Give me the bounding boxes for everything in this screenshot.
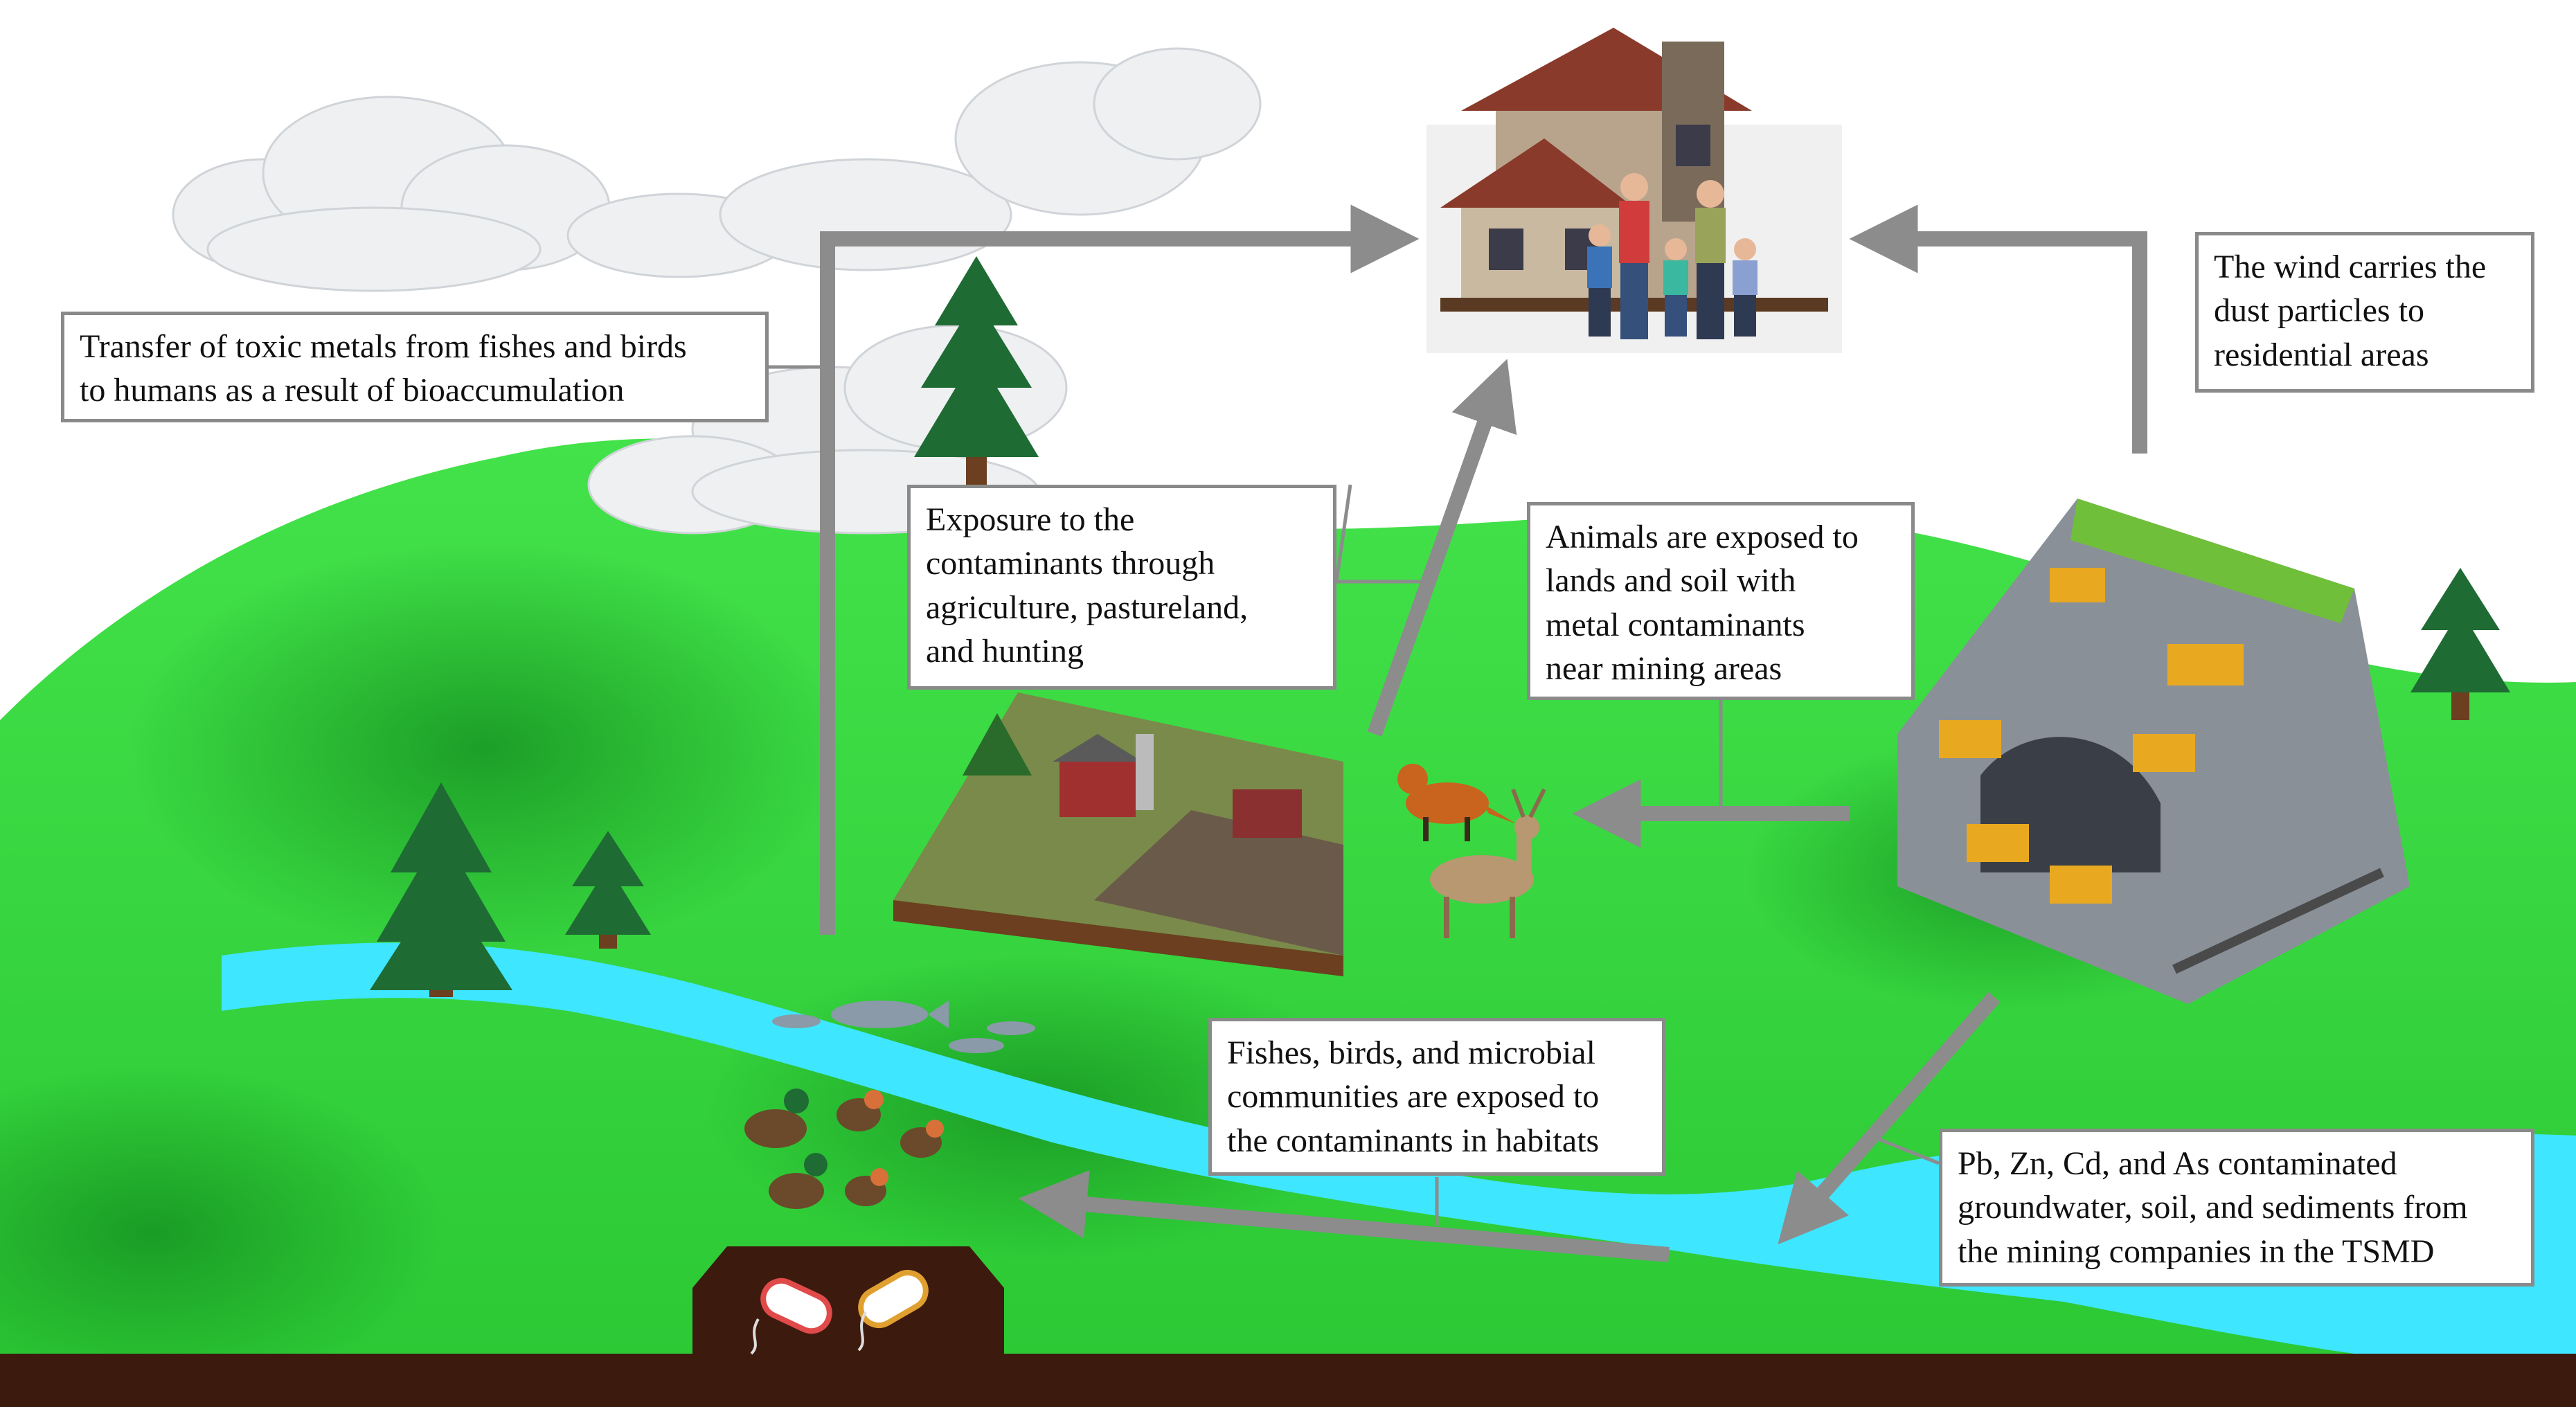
label-agriculture: Exposure to the contaminants through agr… bbox=[907, 485, 1336, 690]
hill-shadow bbox=[0, 1066, 443, 1399]
tree-icon bbox=[914, 256, 1039, 485]
soil-layer bbox=[0, 1354, 2576, 1407]
family-icon bbox=[1587, 173, 1757, 339]
tree-icon bbox=[370, 782, 512, 997]
label-line: Exposure to the bbox=[926, 501, 1135, 538]
farm-icon bbox=[893, 692, 1343, 976]
label-line: communities are exposed to bbox=[1227, 1078, 1600, 1115]
mine-icon bbox=[1897, 499, 2410, 1004]
label-animals: Animals are exposed to lands and soil wi… bbox=[1527, 502, 1915, 700]
arrow-habitats bbox=[1018, 1169, 1670, 1262]
label-line: Transfer of toxic metals from fishes and… bbox=[80, 328, 687, 365]
label-line: lands and soil with bbox=[1546, 562, 1796, 600]
arrows bbox=[820, 204, 2147, 1262]
label-line: near mining areas bbox=[1546, 650, 1782, 688]
tree-icon bbox=[2410, 568, 2510, 720]
label-bioaccumulation: Transfer of toxic metals from fishes and… bbox=[61, 312, 769, 422]
label-line: dust particles to bbox=[2214, 292, 2424, 330]
arrow-wind bbox=[1849, 204, 2147, 454]
label-line: the mining companies in the TSMD bbox=[1958, 1233, 2435, 1270]
label-line: The wind carries the bbox=[2214, 249, 2487, 285]
arrow-groundwater bbox=[1778, 992, 2001, 1245]
label-line: contaminants through bbox=[926, 545, 1215, 582]
label-line: the contaminants in habitats bbox=[1227, 1122, 1600, 1159]
label-groundwater: Pb, Zn, Cd, and As contaminated groundwa… bbox=[1939, 1129, 2534, 1287]
soil-pocket bbox=[692, 1246, 1004, 1357]
bird-icon bbox=[837, 1090, 944, 1206]
fox-icon bbox=[1397, 764, 1517, 841]
hill-shadow bbox=[125, 540, 845, 956]
label-line: Pb, Zn, Cd, and As contaminated bbox=[1958, 1145, 2397, 1182]
label-connectors bbox=[769, 365, 1940, 1226]
label-line: to humans as a result of bioaccumulation bbox=[80, 372, 625, 409]
fish-icon bbox=[772, 1001, 1035, 1053]
deer-icon bbox=[1430, 788, 1546, 938]
arrow-bioaccumulation bbox=[820, 204, 1420, 935]
tree-icon bbox=[565, 831, 651, 949]
label-line: groundwater, soil, and sediments from bbox=[1958, 1189, 2468, 1226]
duck-icon bbox=[744, 1088, 828, 1209]
label-line: residential areas bbox=[2214, 336, 2429, 373]
bacteria-icon bbox=[750, 1270, 929, 1355]
arrow-agriculture bbox=[1367, 359, 1517, 737]
label-wind: The wind carries the dust particles to r… bbox=[2195, 232, 2534, 393]
label-line: Fishes, birds, and microbial bbox=[1227, 1034, 1595, 1071]
label-line: agriculture, pastureland, bbox=[926, 589, 1249, 626]
label-line: metal contaminants bbox=[1546, 606, 1805, 643]
label-habitats: Fishes, birds, and microbial communities… bbox=[1208, 1018, 1665, 1176]
label-line: Animals are exposed to bbox=[1546, 519, 1859, 555]
label-line: and hunting bbox=[926, 633, 1084, 670]
cloud-icon bbox=[172, 96, 611, 292]
